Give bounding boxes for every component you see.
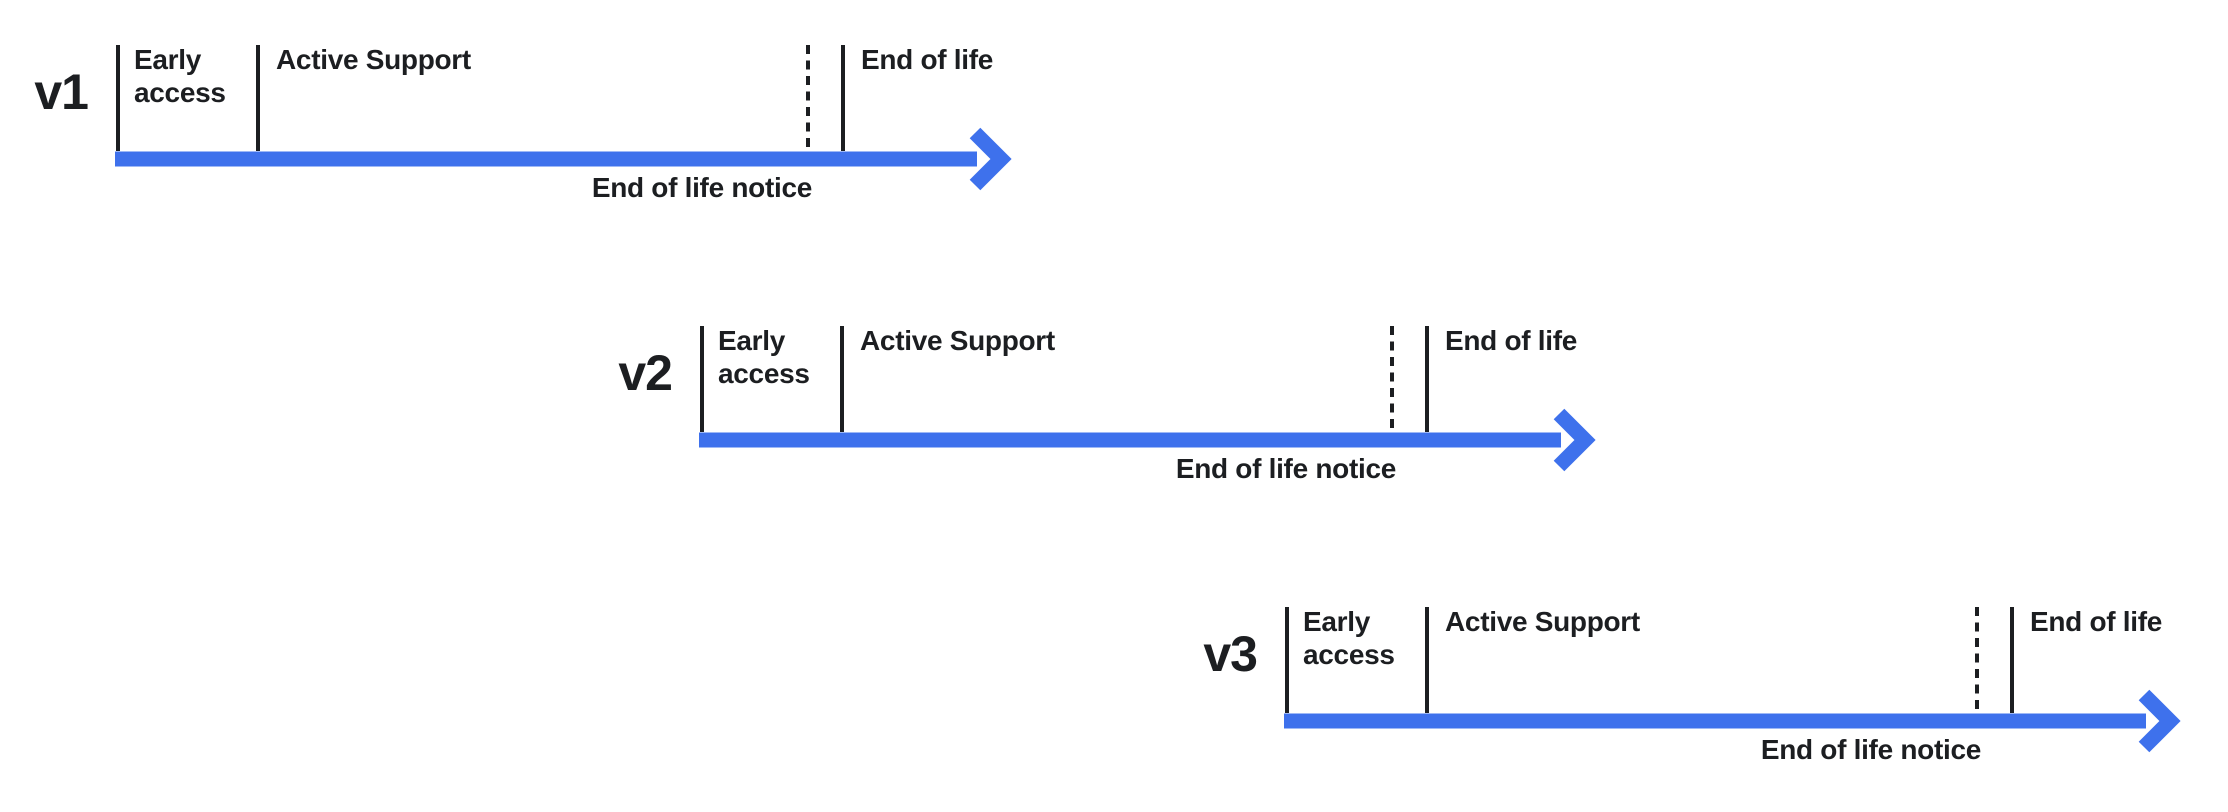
timeline-arrow [1284,689,2181,753]
active-support-label: Active Support [1445,606,1640,637]
active-support-start-tick [256,45,260,151]
active-support-label: Active Support [276,44,471,75]
end-of-life-label: End of life [1445,325,1578,356]
eol-notice-dashed-line [1390,326,1394,432]
eol-notice-label: End of life notice [591,172,812,203]
version-label: v3 [1203,626,1258,682]
version-label: v2 [618,345,673,401]
end-of-life-tick [841,45,845,151]
early-access-label: Early access [718,325,810,389]
timeline-v1: v1 Early access Active Support End of li… [34,44,1058,220]
version-label: v1 [34,64,89,120]
timeline-arrow [699,408,1596,472]
end-of-life-tick [1425,326,1429,432]
end-of-life-label: End of life [2030,606,2163,637]
eol-notice-label: End of life notice [1760,734,1981,765]
timeline-v2: v2 Early access Active Support End of li… [618,325,1642,501]
end-of-life-label: End of life [861,44,994,75]
eol-notice-dashed-line [806,45,810,151]
eol-notice-dashed-line [1975,607,1979,713]
early-access-start-tick [1285,607,1289,713]
arrow-head-icon [1553,408,1596,472]
active-support-start-tick [840,326,844,432]
timeline-arrow [115,127,1012,191]
active-support-label: Active Support [860,325,1055,356]
eol-notice-label: End of life notice [1175,453,1396,484]
early-access-label: Early access [134,44,226,108]
timeline-v3: v3 Early access Active Support End of li… [1203,606,2227,782]
active-support-start-tick [1425,607,1429,713]
arrow-head-icon [2138,689,2181,753]
early-access-start-tick [700,326,704,432]
early-access-start-tick [116,45,120,151]
early-access-label: Early access [1303,606,1395,670]
arrow-head-icon [969,127,1012,191]
end-of-life-tick [2010,607,2014,713]
